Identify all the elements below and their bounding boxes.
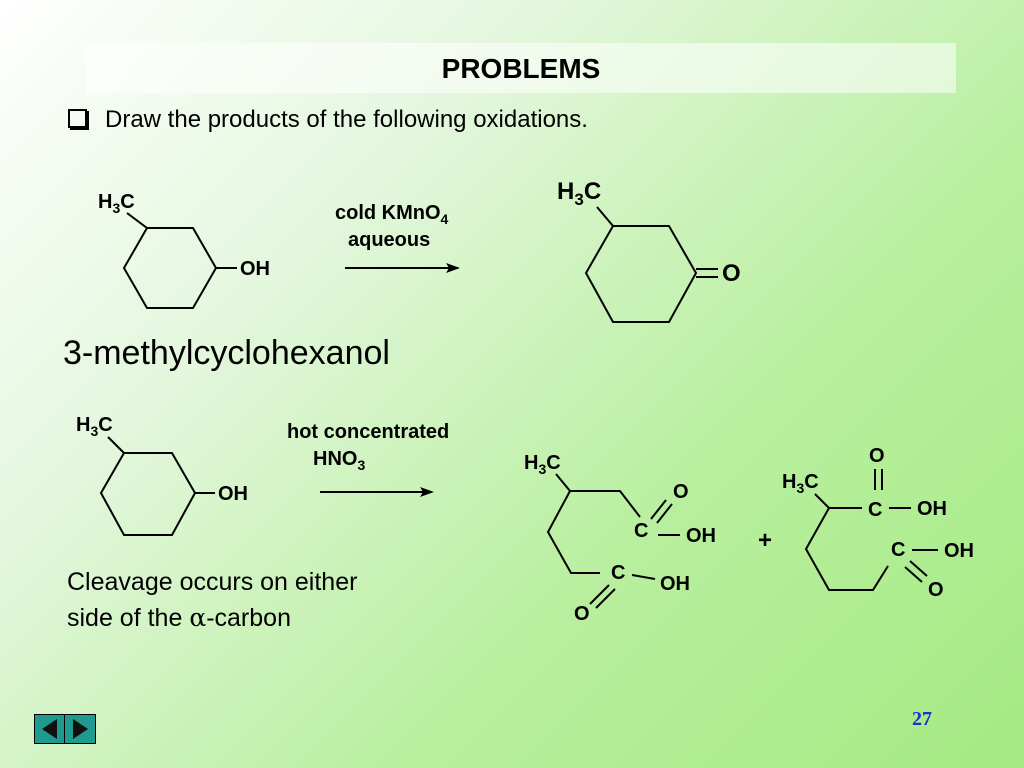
reagent-1-line2: aqueous [348, 229, 430, 251]
slide-number: 27 [912, 708, 932, 730]
product-2b-bottom-oxygen: O [928, 579, 944, 601]
instruction-bullet: Draw the products of the following oxida… [68, 106, 588, 134]
product-1-cyclohexanone-ring [584, 225, 698, 323]
product-2b-top-carbon: C [868, 499, 882, 521]
plus-sign: + [758, 527, 772, 554]
cleavage-note-line2: side of the α-carbon [67, 603, 291, 632]
product-2a-top-hydroxyl: OH [686, 525, 716, 547]
checkbox-bullet-icon [68, 109, 87, 128]
reagent-1-line1: cold KMnO4 [335, 202, 449, 227]
product-2a-bottom-carbon: C [611, 562, 625, 584]
reactant-1-hydroxyl-label: OH [240, 258, 270, 280]
product-2b-bottom-carbon: C [891, 539, 905, 561]
page-title: PROBLEMS [441, 53, 601, 84]
product-2b-top-hydroxyl: OH [917, 498, 947, 520]
previous-slide-button[interactable] [35, 715, 65, 743]
product-2b-top-oxygen: O [869, 445, 885, 467]
reactant-2-hydroxyl-label: OH [218, 483, 248, 505]
product-2b-methyl-label: H3C [782, 471, 819, 496]
title-band [86, 43, 956, 93]
reactant-2-methyl-label: H3C [76, 414, 113, 439]
product-2a-methyl-label: H3C [524, 452, 561, 477]
compound-name: 3-methylcyclohexanol [63, 334, 390, 372]
product-1-methyl-label: H3C [557, 178, 601, 209]
product-2b-diacid: H3C O C OH C OH O [782, 445, 974, 601]
reactant-1: H3C OH [98, 191, 270, 309]
product-2a-carbon-chain [555, 473, 641, 518]
product-1-ketone-oxygen: O [722, 260, 741, 287]
reactant-2: H3C OH [76, 414, 248, 536]
product-2a-bottom-oxygen: O [574, 603, 590, 625]
product-2a-diacid: H3C C O OH C OH O [524, 452, 716, 625]
reagent-2: hot concentrated HNO3 [287, 421, 449, 497]
triangle-left-icon [42, 719, 57, 739]
product-2b-bottom-hydroxyl: OH [944, 540, 974, 562]
reagent-1: cold KMnO4 aqueous [335, 202, 460, 273]
cleavage-note-line1: Cleavage occurs on either [67, 568, 358, 596]
reactant-1-methyl-label: H3C [98, 191, 135, 216]
cleavage-note: Cleavage occurs on either side of the α-… [67, 565, 357, 636]
slide-navigation [34, 714, 96, 744]
product-2a-top-carbon: C [634, 520, 648, 542]
product-2a-top-oxygen: O [673, 481, 689, 503]
instruction-text: Draw the products of the following oxida… [105, 106, 588, 133]
reactant-1-cyclohexane-ring [122, 227, 218, 309]
product-1-ketone: H3C O [557, 178, 741, 323]
product-2a-bottom-hydroxyl: OH [660, 573, 690, 595]
next-slide-button[interactable] [65, 715, 95, 743]
reactant-2-cyclohexane-ring [99, 452, 197, 536]
reagent-2-line2: HNO3 [313, 448, 365, 473]
product-2b-carbon-chain [814, 493, 862, 509]
reagent-2-line1: hot concentrated [287, 421, 449, 443]
triangle-right-icon [73, 719, 88, 739]
